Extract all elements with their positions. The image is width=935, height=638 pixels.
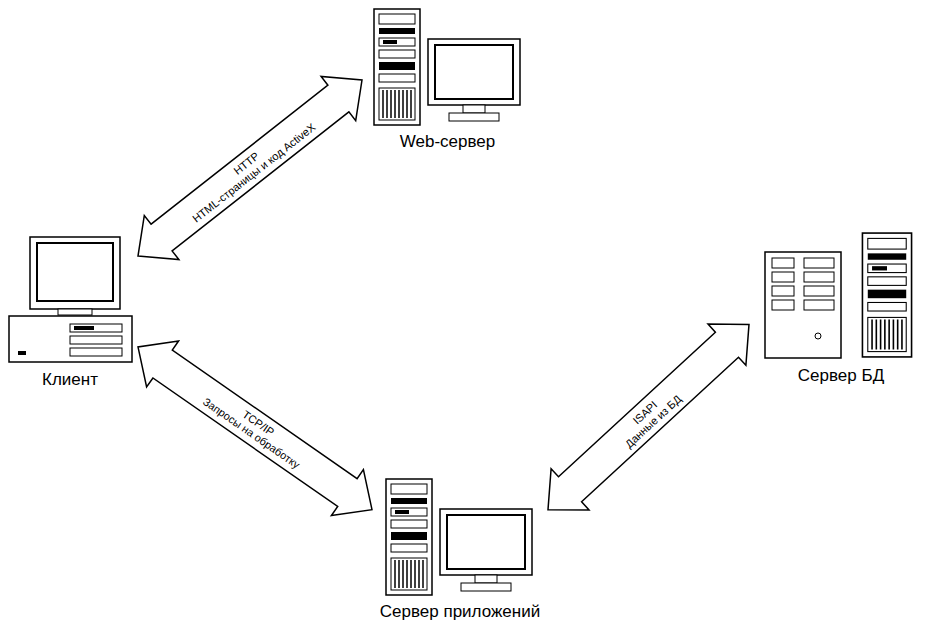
computer-icon xyxy=(8,236,133,364)
protocol-label: HTTP xyxy=(183,111,310,215)
arrow-label: TCP/IPЗапросы на обработку xyxy=(199,384,310,472)
node-caption: Web-сервер xyxy=(362,132,533,152)
computer-icon xyxy=(373,8,523,126)
computer-icon xyxy=(385,478,535,596)
computer-node: Web-сервер xyxy=(362,8,533,152)
computer-node: Сервер БД xyxy=(749,232,933,386)
block-arrow xyxy=(548,324,749,510)
payload-label: HTML-страницы и код ActiveX xyxy=(190,121,317,225)
arrow-label: HTTPHTML-страницы и код ActiveX xyxy=(181,110,319,226)
node-caption: Сервер приложений xyxy=(372,602,548,622)
block-arrow xyxy=(138,77,362,260)
node-caption: Сервер БД xyxy=(749,366,933,386)
node-caption: Клиент xyxy=(2,370,138,390)
computer-icon xyxy=(764,232,919,360)
block-arrow xyxy=(138,341,372,516)
computer-node: Сервер приложений xyxy=(372,478,548,622)
computer-node: Клиент xyxy=(2,236,138,390)
